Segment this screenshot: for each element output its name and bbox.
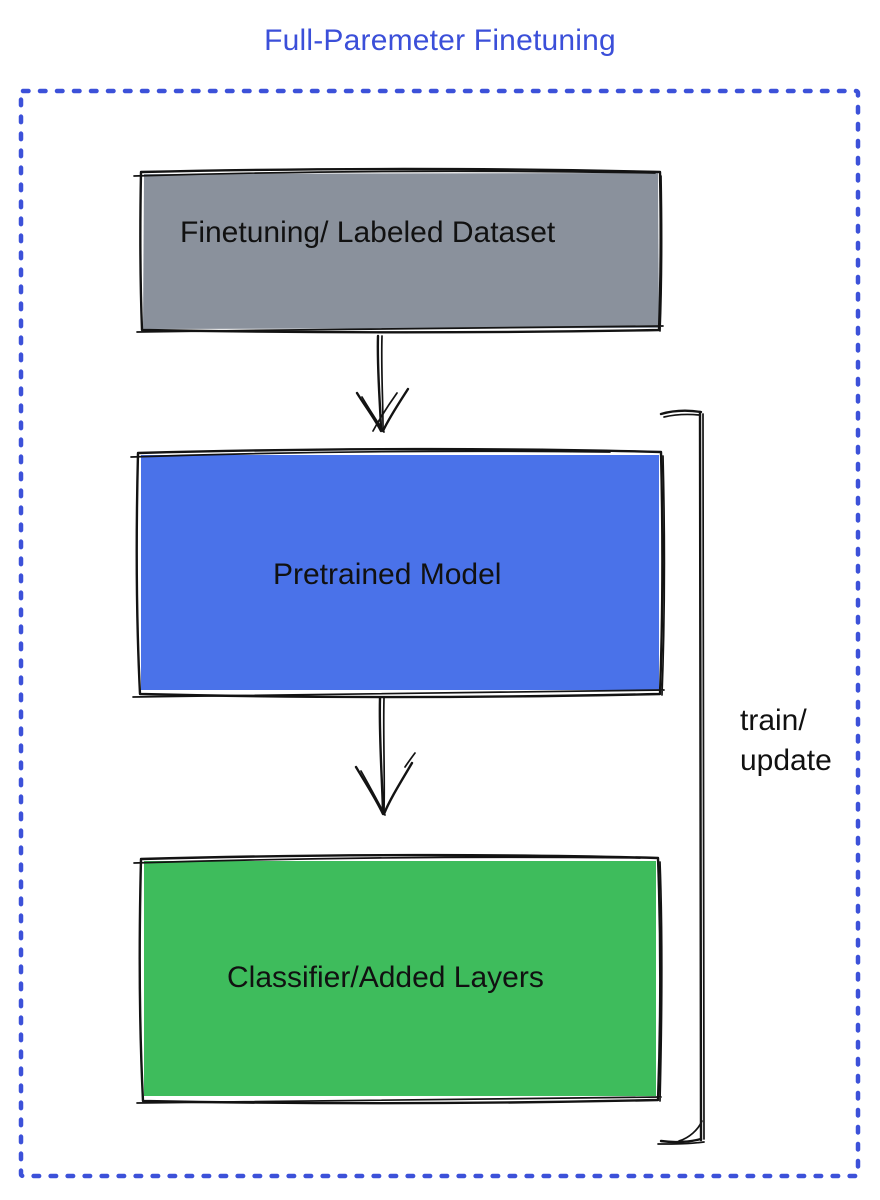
arrow-shaft-2 (380, 335, 384, 429)
dotted-container-border (18, 88, 861, 1179)
train-update-line2: update (740, 744, 832, 777)
node-finetuning-dataset-outline2 (133, 170, 664, 333)
node-pretrained-model-outline (135, 447, 664, 699)
arrow-pretrained-to-classifier (354, 696, 416, 816)
node-finetuning-dataset (133, 167, 664, 334)
bracket-top-hook-2 (663, 413, 700, 418)
node-finetuning-dataset-fill (143, 173, 659, 329)
bracket-top-hook (659, 409, 703, 416)
arrow-dataset-to-pretrained (355, 334, 410, 433)
node-classifier-added-layers-fill (144, 861, 656, 1096)
node-pretrained-model-fill (141, 455, 659, 690)
node-pretrained-model-outline2 (130, 450, 666, 698)
arrow-shaft-2 (382, 697, 386, 812)
arrow-head-left (354, 765, 385, 816)
arrow-head-left (355, 391, 383, 433)
bracket-bottom-flick (678, 1120, 703, 1142)
arrow-head-flick (404, 752, 416, 768)
arrow-shaft (378, 696, 385, 814)
node-classifier-added-layers-outline2 (133, 856, 663, 1104)
node-label-classifier-added-layers: Classifier/Added Layers (227, 961, 544, 994)
node-classifier-added-layers-outline (138, 853, 662, 1105)
bracket-vertical-2 (702, 413, 706, 1140)
bracket-bottom-hook-2 (657, 1141, 705, 1145)
arrow-shaft (376, 334, 383, 431)
bracket-vertical (698, 410, 703, 1142)
arrow-head-left-2 (361, 396, 385, 433)
page-title: Full-Paremeter Finetuning (264, 24, 616, 57)
node-pretrained-model (130, 447, 666, 699)
arrow-head-cross (372, 392, 398, 432)
train-update-label: train/ update (740, 701, 832, 781)
node-label-finetuning-dataset: Finetuning/ Labeled Dataset (180, 216, 556, 249)
bracket-bottom-hook (659, 1137, 703, 1144)
arrow-head-left-2 (360, 770, 386, 816)
train-update-line1: train/ (740, 704, 807, 737)
node-label-pretrained-model: Pretrained Model (273, 558, 502, 591)
node-finetuning-dataset-outline (139, 167, 662, 334)
arrow-head-right (382, 761, 414, 816)
arrow-head-right (381, 387, 410, 433)
node-classifier-added-layers (133, 853, 663, 1105)
